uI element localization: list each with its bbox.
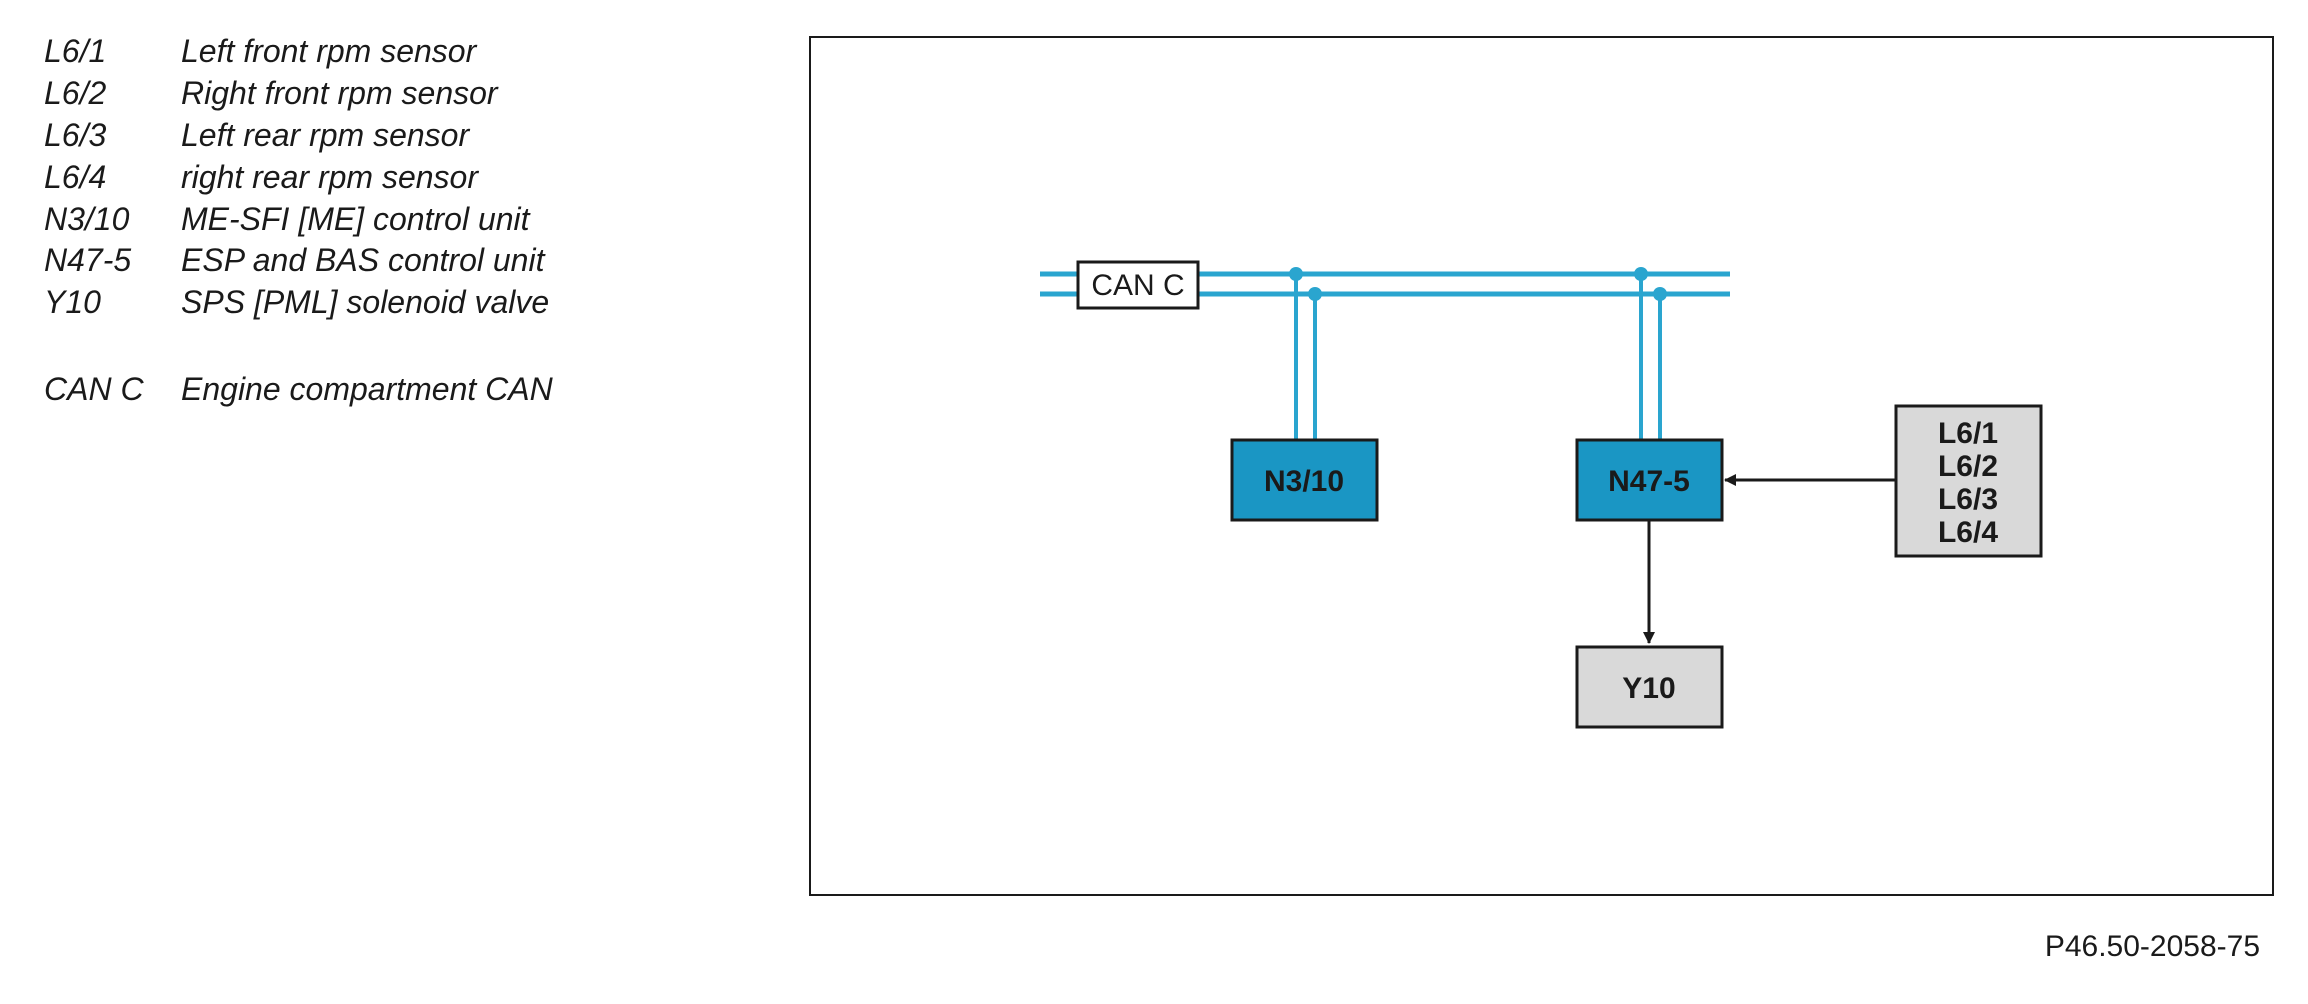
legend-code: N47-5 [44,242,132,278]
legend: L6/1 Left front rpm sensor L6/2 Right fr… [0,0,700,440]
legend-code: L6/4 [44,159,107,195]
y10-solenoid-valve: Y10 [1575,645,1724,729]
legend-code: L6/2 [44,75,107,111]
legend-description: SPS [PML] solenoid valve [181,284,550,320]
n47-5-label: N47-5 [1608,465,1690,498]
legend-code: Y10 [44,284,101,320]
sensor-label: L6/3 [1938,483,1998,516]
legend-description: ESP and BAS control unit [181,242,545,278]
n47-5-control-unit: N47-5 [1575,438,1724,522]
legend-code: N3/10 [44,201,130,237]
sensor-label: L6/4 [1938,516,1998,549]
can-c-label: CAN C [1091,269,1184,302]
n3-10-label: N3/10 [1264,465,1344,498]
bus-junction-dot [1653,287,1667,301]
n3-10-bus-connection [1289,267,1322,440]
rpm-sensor-group: L6/1 L6/2 L6/3 L6/4 [1894,404,2043,558]
diagram-frame [809,36,2274,896]
legend-description: Left front rpm sensor [181,33,477,69]
legend-code: L6/1 [44,33,107,69]
sensor-label: L6/2 [1938,450,1998,483]
legend-description: ME-SFI [ME] control unit [181,201,530,237]
bus-junction-dot [1308,287,1322,301]
n47-5-bus-connection [1634,267,1667,440]
figure-reference-code: P46.50-2058-75 [2044,930,2260,963]
bus-junction-dot [1634,267,1648,281]
can-c-label-box: CAN C [1076,260,1200,310]
y10-label: Y10 [1622,672,1675,705]
sensor-label: L6/1 [1938,417,1998,450]
legend-code: CAN C [44,371,144,407]
legend-description: Right front rpm sensor [181,75,498,111]
bus-junction-dot [1289,267,1303,281]
legend-description: right rear rpm sensor [181,159,478,195]
legend-description: Left rear rpm sensor [181,117,470,153]
legend-code: L6/3 [44,117,107,153]
n3-10-control-unit: N3/10 [1230,438,1379,522]
legend-description: Engine compartment CAN [181,371,553,407]
